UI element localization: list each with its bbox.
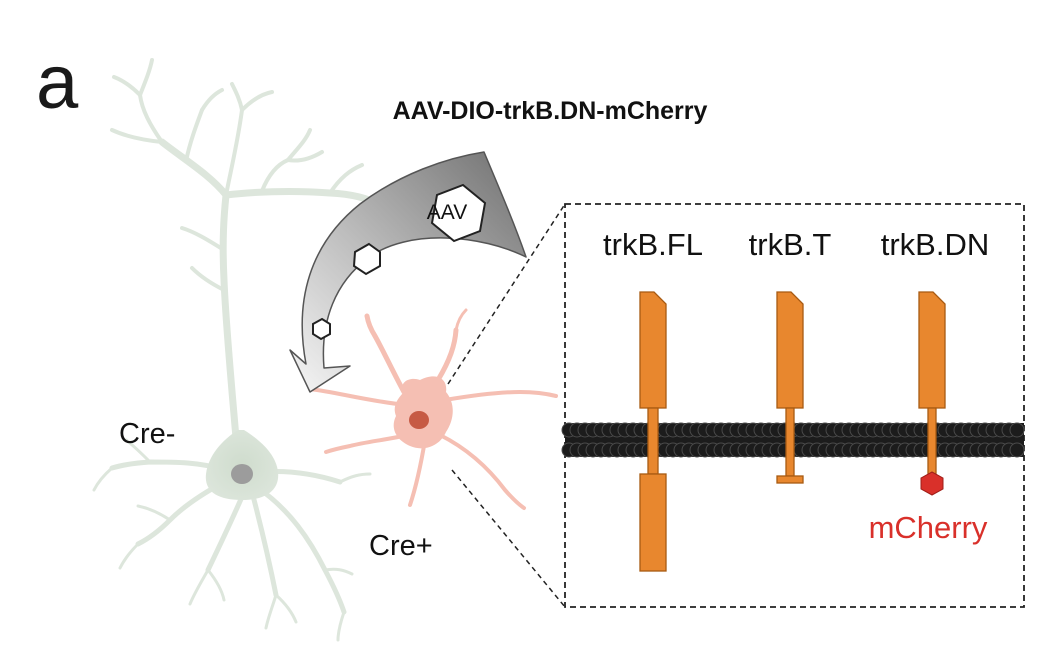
cre-positive-label: Cre+ bbox=[369, 530, 433, 562]
mcherry-tag-icon bbox=[920, 471, 944, 496]
aav-capsid-medium-icon bbox=[352, 242, 381, 276]
panel-letter: a bbox=[36, 40, 79, 125]
aav-capsid-small-icon bbox=[312, 317, 331, 341]
vector-label: AAV-DIO-trkB.DN-mCherry bbox=[393, 97, 708, 125]
aav-capsid-large-icon bbox=[430, 183, 487, 243]
lipid-head bbox=[1009, 422, 1025, 438]
receptor-trkb-dn bbox=[918, 291, 946, 475]
cre-negative-neuron bbox=[92, 58, 414, 642]
receptor-trkb-t bbox=[776, 291, 804, 484]
lipid-head bbox=[1009, 442, 1025, 458]
mcherry-label: mCherry bbox=[869, 510, 988, 545]
receptor-label-truncated: trkB.T bbox=[749, 227, 832, 262]
cre-negative-label: Cre- bbox=[119, 418, 175, 450]
cre-positive-nucleus bbox=[409, 411, 429, 429]
cre-negative-nucleus bbox=[231, 464, 253, 484]
receptor-trkb-fl bbox=[639, 291, 667, 572]
aav-label: AAV bbox=[427, 201, 467, 224]
cre-positive-neuron bbox=[308, 308, 558, 510]
receptor-label-dominant-negative: trkB.DN bbox=[881, 227, 990, 262]
receptor-label-full-length: trkB.FL bbox=[603, 227, 703, 262]
zoom-line-bottom bbox=[451, 469, 566, 608]
aav-delivery-arrow bbox=[289, 151, 527, 393]
